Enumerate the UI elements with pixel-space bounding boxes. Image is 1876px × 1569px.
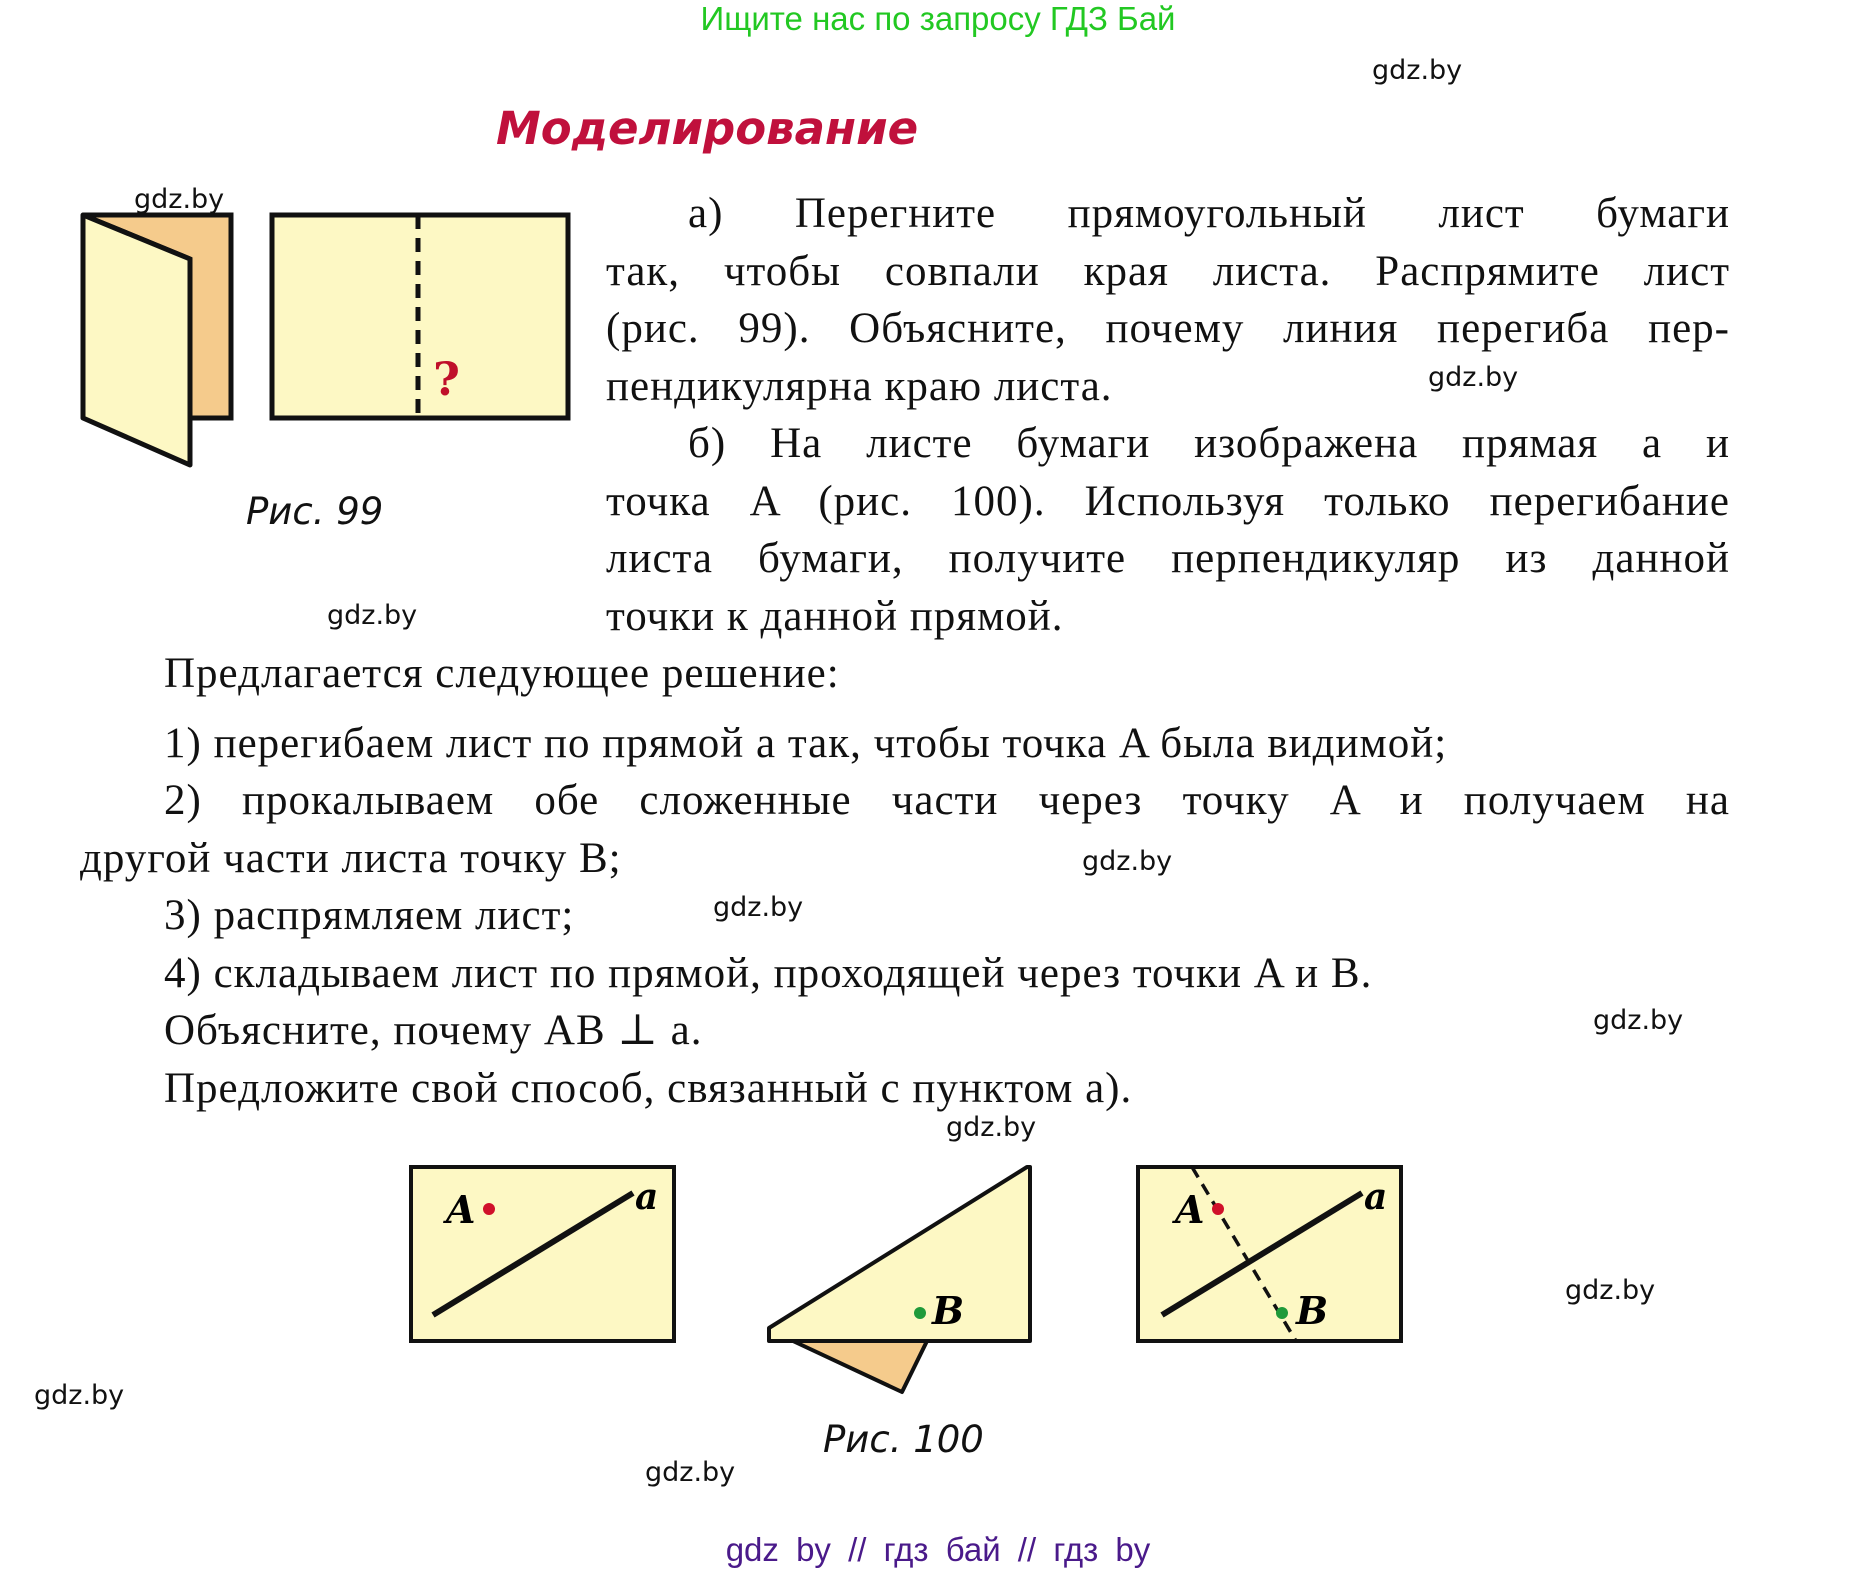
solution-step: 4) складываем лист по прямой, проходящей… (164, 949, 1373, 997)
task-a-line: так, чтобы совпали края листа. Распрямит… (606, 247, 1730, 295)
task-a: а) Перегните прямоугольный лист бумаги т… (606, 185, 1730, 415)
watermark: gdz.by (34, 1380, 125, 1411)
solution-intro: Предлагается следующее решение: (164, 650, 840, 697)
watermark: gdz.by (134, 184, 225, 215)
label-point-a: A (446, 1187, 476, 1232)
solution-step: 2) прокалываем обе сложенные части через… (164, 777, 1730, 824)
label-point-a: A (1175, 1187, 1205, 1232)
label-point-b: B (932, 1288, 965, 1333)
task-a-line: (рис. 99). Объясните, почему линия перег… (606, 305, 1730, 352)
task-b-line: точки к данной прямой. (606, 592, 1064, 640)
solution-explain: Объясните, почему AB ⊥ a. (164, 1007, 703, 1054)
figure-100-caption: Рис. 100 (823, 1418, 984, 1461)
figure-99-folded-sheet (80, 212, 234, 468)
watermark: gdz.by (1082, 846, 1173, 877)
label-point-b: B (1296, 1288, 1329, 1333)
figure-100-sheet-with-line (409, 1165, 676, 1343)
watermark: gdz.by (1593, 1005, 1684, 1036)
footer-links: gdz by // гдз бай // гдз by (725, 1531, 1151, 1568)
search-banner: Ищите нас по запросу ГДЗ Бай (700, 0, 1176, 37)
solution-step: другой части листа точку B; (80, 834, 622, 882)
label-line-a: a (1364, 1176, 1388, 1218)
label-line-a: a (635, 1176, 659, 1218)
figure-99-caption: Рис. 99 (246, 490, 384, 533)
solution-propose: Предложите свой способ, связанный с пунк… (164, 1064, 1133, 1112)
watermark: gdz.by (1565, 1275, 1656, 1306)
watermark: gdz.by (1372, 55, 1463, 86)
solution-step: 1) перегибаем лист по прямой a так, чтоб… (164, 719, 1448, 767)
figure-99-unfolded-sheet (269, 212, 571, 421)
task-b-line: б) На листе бумаги изображена прямая a и (688, 420, 1730, 467)
section-title: Моделирование (496, 102, 919, 155)
figure-100-sheet-with-perpendicular (1136, 1165, 1403, 1343)
solution-step: 3) распрямляем лист; (164, 892, 575, 939)
task-b: б) На листе бумаги изображена прямая a и… (606, 415, 1730, 645)
solution: Предлагается следующее решение: 1) перег… (80, 645, 1730, 1117)
task-b-line: листа бумаги, получите перпендикуляр из … (606, 535, 1730, 582)
task-b-line: точка A (рис. 100). Используя только пер… (606, 477, 1730, 525)
figure-100-folded-sheet (767, 1165, 1032, 1394)
watermark: gdz.by (946, 1112, 1037, 1143)
task-a-line: пендикулярна краю листа. (606, 362, 1113, 410)
watermark: gdz.by (1428, 362, 1519, 393)
task-a-line: а) Перегните прямоугольный лист бумаги (688, 190, 1730, 237)
question-mark: ? (433, 352, 460, 406)
watermark: gdz.by (327, 600, 418, 631)
watermark: gdz.by (713, 892, 804, 923)
watermark: gdz.by (645, 1457, 736, 1488)
